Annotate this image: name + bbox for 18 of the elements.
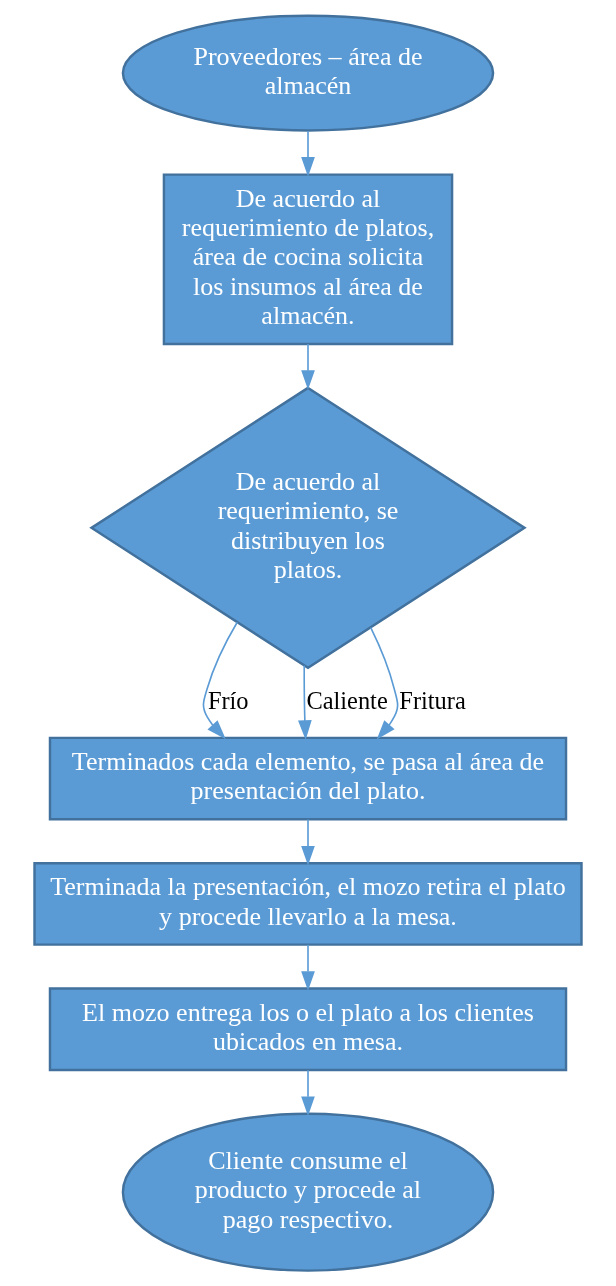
- arrow: [301, 818, 315, 866]
- node-diamond: De acuerdo al requerimiento, se distribuyen los platos.: [89, 386, 527, 670]
- node-box: El mozo entrega los o el plato a los clientes ubicados en mesa.: [48, 987, 568, 1072]
- edge-label: Fritura: [399, 686, 466, 714]
- edge-label: Caliente: [306, 686, 388, 714]
- arrow: [301, 343, 315, 390]
- edge-label: Frío: [207, 686, 249, 714]
- node-box: Terminada la presentación, el mozo retira el plato y procede llevarlo a la mesa.: [33, 862, 583, 946]
- node-ellipse: Proveedores – área de almacén: [121, 14, 495, 132]
- arrow: [301, 1069, 315, 1116]
- node-box: Terminados cada elemento, se pasa al área de presentación del plato.: [48, 736, 568, 821]
- arrow: [301, 944, 315, 991]
- arrow: [298, 664, 312, 740]
- arrow: [369, 626, 399, 740]
- arrow: [202, 621, 239, 740]
- node-ellipse: Cliente consume el producto y procede al pago respectivo.: [121, 1112, 495, 1272]
- arrow: [301, 130, 315, 177]
- node-box: De acuerdo al requerimiento de platos, área de cocina solicita los insumos al área de almacén.: [162, 173, 454, 346]
